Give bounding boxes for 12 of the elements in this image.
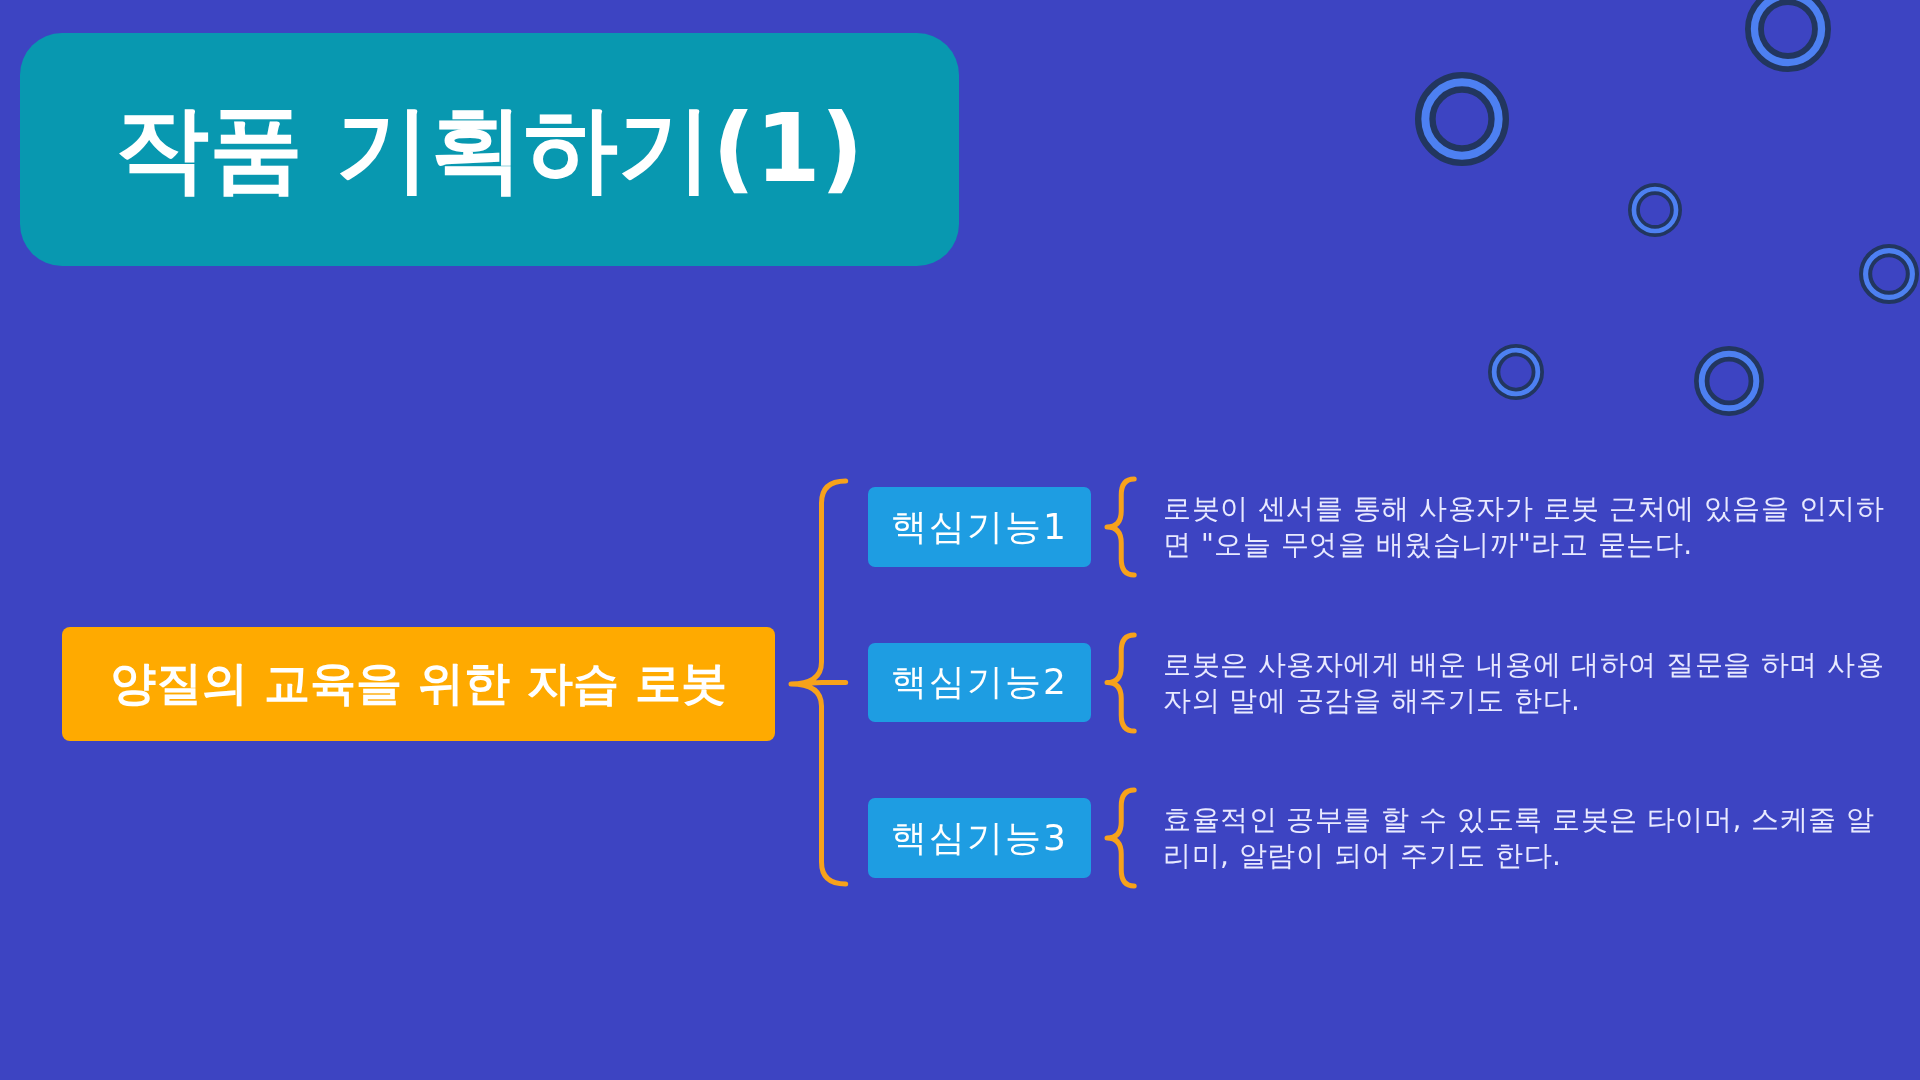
feature-box: 핵심기능2: [868, 643, 1091, 722]
feature-box: 핵심기능3: [868, 798, 1091, 878]
description-text: 로봇이 센서를 통해 사용자가 로봇 근처에 있음을 인지하면 "오늘 무엇을 배웠습니까"라고 묻는다.: [1163, 491, 1903, 563]
curly-brace: [1104, 476, 1137, 578]
curly-brace: [1104, 787, 1137, 889]
curly-brace: [1104, 632, 1137, 734]
description-text: 로봇은 사용자에게 배운 내용에 대하여 질문을 하며 사용자의 말에 공감을 해주기도 한다.: [1163, 647, 1903, 719]
topic-box: 양질의 교육을 위한 자습 로봇: [62, 627, 775, 741]
title-banner: 작품 기획하기(1): [20, 33, 959, 266]
feature-box: 핵심기능1: [868, 487, 1091, 567]
description-text: 효율적인 공부를 할 수 있도록 로봇은 타이머, 스케줄 알리미, 알람이 되어 주기도 한다.: [1163, 802, 1903, 874]
curly-brace: [788, 478, 849, 887]
